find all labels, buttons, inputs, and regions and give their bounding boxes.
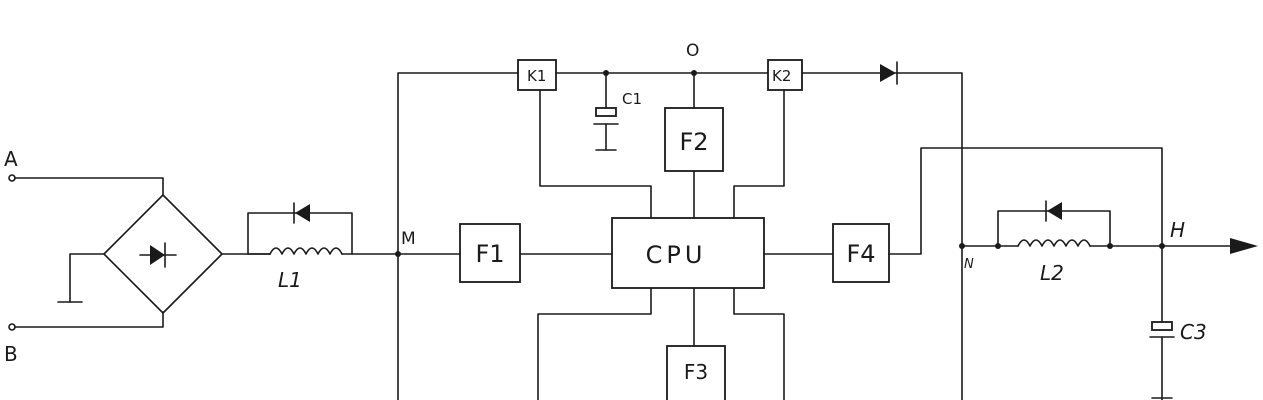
inductor-l1-coil — [269, 247, 343, 255]
node-m-rail: M — [395, 72, 519, 400]
terminal-b-label: B — [4, 342, 18, 366]
terminal-a-dot — [8, 174, 16, 182]
l2-diode-icon — [1045, 200, 1062, 222]
capacitor-c3: C3 — [1149, 245, 1207, 400]
output-stage: N L2 H C3 — [959, 200, 1258, 400]
inductor-l2-coil — [1017, 239, 1091, 247]
wire-cpu-bottom-left — [537, 287, 652, 400]
block-f1: F1 — [459, 223, 613, 283]
block-f4: F4 — [832, 147, 1163, 283]
block-f3: F3 — [537, 287, 785, 400]
node-h-label: H — [1170, 218, 1185, 242]
bridge-diamond — [103, 194, 223, 314]
cpu-label: CPU — [646, 241, 707, 269]
f2-box — [664, 107, 724, 172]
f2-label: F2 — [679, 128, 708, 156]
cpu-box — [611, 217, 765, 289]
terminal-b-dot — [8, 323, 16, 331]
f1-label: F1 — [475, 240, 504, 268]
block-f2: F2 — [664, 107, 724, 219]
capacitor-c1-label: C1 — [622, 90, 642, 108]
left-rail — [397, 72, 519, 400]
wire-b — [14, 311, 164, 328]
ground-wire — [69, 253, 105, 303]
l2-bypass-loop — [997, 210, 1111, 247]
inductor-l2-label: L2 — [1040, 261, 1064, 285]
top-bus: K1 K2 O C1 — [517, 41, 963, 400]
input-terminals: A B — [4, 147, 164, 366]
inductor-l1-stage: L1 — [221, 202, 399, 292]
wire-k2-to-diode — [801, 72, 963, 400]
wire-cpu-bottom-right — [733, 287, 785, 400]
relay-k1-label: K1 — [527, 67, 546, 85]
rectifier-bridge — [57, 194, 223, 314]
block-cpu: CPU — [611, 217, 834, 289]
wire-k1-to-cpu — [539, 89, 652, 219]
top-diode-icon — [880, 61, 898, 85]
f4-label: F4 — [846, 240, 875, 268]
node-o-label: O — [686, 41, 699, 61]
bridge-diode-icon — [139, 242, 177, 268]
terminal-a-label: A — [4, 147, 18, 171]
wire-f4-up — [888, 147, 1163, 255]
relay-k2-label: K2 — [772, 67, 791, 85]
f3-label: F3 — [684, 360, 708, 384]
wire-k2-to-cpu — [733, 89, 785, 219]
wire-a — [14, 177, 164, 196]
output-arrow-icon — [1230, 238, 1258, 254]
node-m-label: M — [401, 229, 416, 249]
l1-diode-icon — [293, 202, 310, 224]
f1-box — [459, 223, 521, 283]
inductor-l1-label: L1 — [278, 268, 302, 292]
node-n-label: N — [964, 257, 974, 272]
capacitor-c1: C1 — [593, 72, 642, 151]
f4-box — [832, 223, 890, 283]
capacitor-c3-label: C3 — [1180, 320, 1207, 344]
relay-k1-box — [517, 59, 557, 91]
f3-box — [666, 345, 726, 400]
relay-k2-box — [767, 59, 803, 91]
